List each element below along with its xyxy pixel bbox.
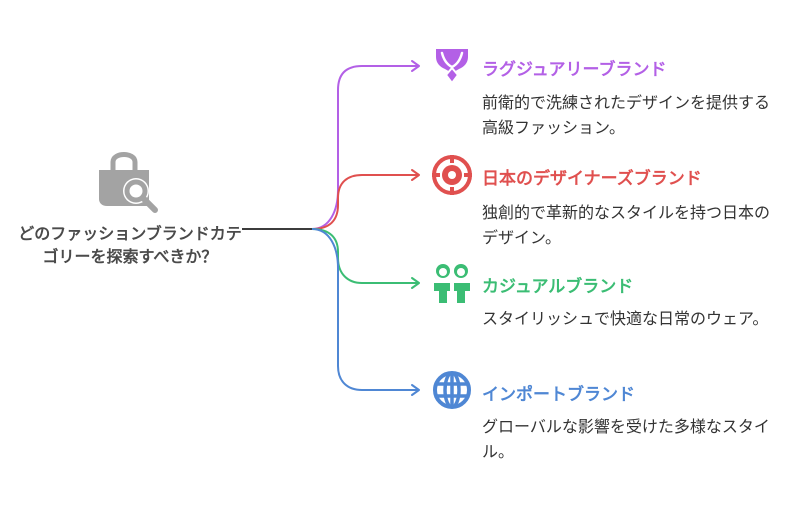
target-emblem-icon	[432, 155, 472, 195]
branch-title-luxury: ラグジュアリーブランド	[482, 60, 667, 80]
central-question: どのファッションブランドカテゴリーを探索すべきか？	[18, 224, 242, 266]
arrow-head-luxury	[411, 60, 420, 72]
arrow-head-import	[411, 384, 420, 396]
branch-description-casual: スタイリッシュで快適な日常のウェア。	[482, 309, 769, 328]
arrow-head-casual	[411, 277, 420, 289]
branch-title-import: インポートブランド	[482, 385, 635, 405]
diamond-necklace-icon	[436, 49, 468, 85]
branch-description-import: グローバルな影響を受けた多様なスタイル。	[482, 417, 770, 461]
branch-title-japanese-designer: 日本のデザイナーズブランド	[482, 169, 702, 189]
branch-description-japanese-designer: 独創的で革新的なスタイルを持つ日本のデザイン。	[482, 203, 771, 247]
branch-description-luxury: 前衛的で洗練されたデザインを提供する高級ファッション。	[482, 93, 771, 137]
arrow-head-japanese-designer	[411, 169, 420, 181]
couple-people-icon	[434, 264, 470, 303]
branch-connector-japanese-designer	[311, 174, 418, 230]
globe-icon	[433, 371, 471, 409]
branch-connector-luxury	[311, 65, 418, 230]
branch-title-casual: カジュアルブランド	[482, 277, 634, 297]
shopping-bag-search-icon	[99, 152, 158, 213]
branch-connector-import	[311, 228, 418, 391]
